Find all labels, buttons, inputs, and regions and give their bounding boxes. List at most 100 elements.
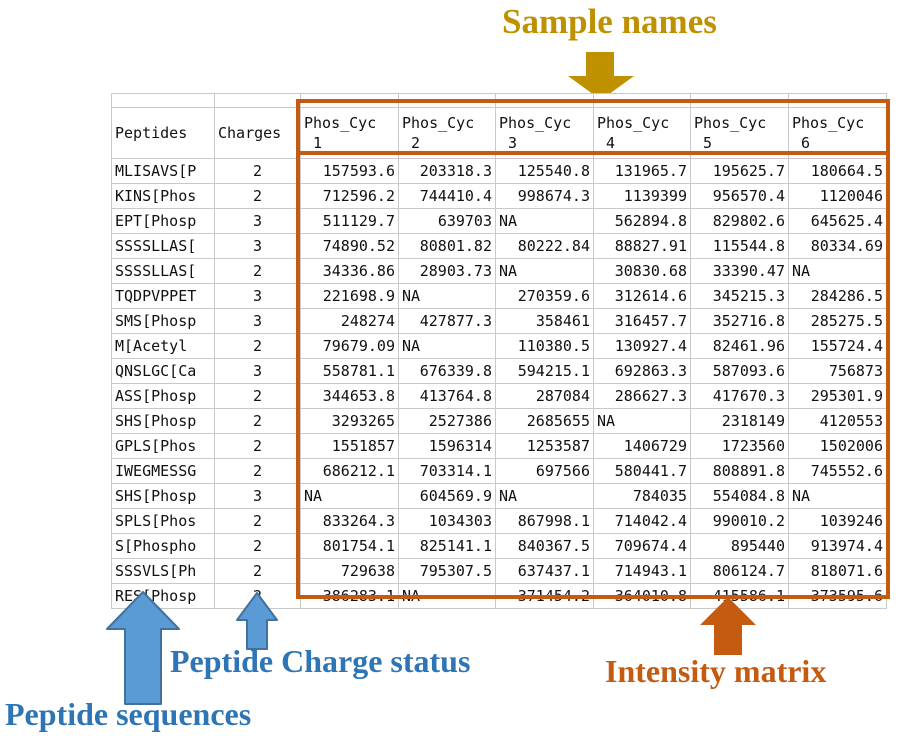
peptide-cell[interactable]: GPLS[Phos [111, 433, 215, 459]
intensity-cell[interactable]: 580441.7 [593, 458, 691, 484]
intensity-cell[interactable]: 2527386 [398, 408, 496, 434]
intensity-cell[interactable]: 1253587 [495, 433, 594, 459]
intensity-cell[interactable]: NA [398, 583, 496, 609]
intensity-cell[interactable]: 806124.7 [690, 558, 789, 584]
intensity-cell[interactable]: 990010.2 [690, 508, 789, 534]
intensity-cell[interactable]: 3293265 [300, 408, 399, 434]
charge-cell[interactable]: 3 [214, 208, 301, 234]
intensity-cell[interactable]: 795307.5 [398, 558, 496, 584]
intensity-cell[interactable]: 2318149 [690, 408, 789, 434]
intensity-cell[interactable]: 373595.6 [788, 583, 887, 609]
intensity-cell[interactable]: 840367.5 [495, 533, 594, 559]
peptide-cell[interactable]: M[Acetyl [111, 333, 215, 359]
intensity-cell[interactable]: 155724.4 [788, 333, 887, 359]
intensity-cell[interactable]: 358461 [495, 308, 594, 334]
intensity-cell[interactable]: 79679.09 [300, 333, 399, 359]
intensity-cell[interactable]: 221698.9 [300, 283, 399, 309]
peptide-cell[interactable]: ASS[Phosp [111, 383, 215, 409]
charge-cell[interactable]: 3 [214, 483, 301, 509]
intensity-cell[interactable]: 1502006 [788, 433, 887, 459]
intensity-cell[interactable]: 867998.1 [495, 508, 594, 534]
intensity-cell[interactable]: 312614.6 [593, 283, 691, 309]
intensity-cell[interactable]: 745552.6 [788, 458, 887, 484]
intensity-cell[interactable]: 829802.6 [690, 208, 789, 234]
intensity-cell[interactable]: 28903.73 [398, 258, 496, 284]
intensity-cell[interactable]: 756873 [788, 358, 887, 384]
charge-cell[interactable]: 2 [214, 433, 301, 459]
intensity-cell[interactable]: 30830.68 [593, 258, 691, 284]
intensity-cell[interactable]: 712596.2 [300, 183, 399, 209]
intensity-cell[interactable]: NA [495, 258, 594, 284]
intensity-cell[interactable]: 157593.6 [300, 158, 399, 184]
intensity-cell[interactable]: 801754.1 [300, 533, 399, 559]
sample-header-cell[interactable]: Phos_Cyc_6 [788, 107, 887, 159]
intensity-cell[interactable]: NA [398, 283, 496, 309]
intensity-cell[interactable]: NA [398, 333, 496, 359]
peptide-cell[interactable]: SPLS[Phos [111, 508, 215, 534]
peptide-cell[interactable]: EPT[Phosp [111, 208, 215, 234]
intensity-cell[interactable]: 287084 [495, 383, 594, 409]
intensity-cell[interactable]: 1551857 [300, 433, 399, 459]
intensity-cell[interactable]: 587093.6 [690, 358, 789, 384]
peptide-cell[interactable]: SSSSLLAS[ [111, 258, 215, 284]
intensity-cell[interactable]: 125540.8 [495, 158, 594, 184]
intensity-cell[interactable]: 130927.4 [593, 333, 691, 359]
charge-cell[interactable]: 3 [214, 308, 301, 334]
intensity-cell[interactable]: 344653.8 [300, 383, 399, 409]
intensity-cell[interactable]: 604569.9 [398, 483, 496, 509]
sample-header-cell[interactable]: Phos_Cyc_5 [690, 107, 789, 159]
intensity-cell[interactable]: 956570.4 [690, 183, 789, 209]
intensity-cell[interactable]: 80801.82 [398, 233, 496, 259]
intensity-cell[interactable]: 714943.1 [593, 558, 691, 584]
intensity-cell[interactable]: 80334.69 [788, 233, 887, 259]
sample-header-cell[interactable]: Phos_Cyc_2 [398, 107, 496, 159]
intensity-cell[interactable]: NA [593, 408, 691, 434]
intensity-cell[interactable]: 1039246 [788, 508, 887, 534]
peptide-cell[interactable]: SSSSLLAS[ [111, 233, 215, 259]
charge-cell[interactable]: 3 [214, 358, 301, 384]
intensity-cell[interactable]: 115544.8 [690, 233, 789, 259]
intensity-cell[interactable]: 285275.5 [788, 308, 887, 334]
intensity-cell[interactable]: 345215.3 [690, 283, 789, 309]
intensity-cell[interactable]: 352716.8 [690, 308, 789, 334]
intensity-cell[interactable]: 833264.3 [300, 508, 399, 534]
intensity-cell[interactable]: 286627.3 [593, 383, 691, 409]
intensity-cell[interactable]: 248274 [300, 308, 399, 334]
intensity-cell[interactable]: 180664.5 [788, 158, 887, 184]
sample-header-cell[interactable]: Phos_Cyc_1 [300, 107, 399, 159]
charge-cell[interactable]: 2 [214, 333, 301, 359]
charge-cell[interactable]: 2 [214, 558, 301, 584]
intensity-cell[interactable]: 284286.5 [788, 283, 887, 309]
intensity-cell[interactable]: 427877.3 [398, 308, 496, 334]
intensity-cell[interactable]: 386283.1 [300, 583, 399, 609]
peptide-cell[interactable]: SHS[Phosp [111, 483, 215, 509]
peptides-header-cell[interactable]: Peptides [111, 107, 215, 159]
peptide-cell[interactable]: SMS[Phosp [111, 308, 215, 334]
intensity-cell[interactable]: 417670.3 [690, 383, 789, 409]
intensity-cell[interactable]: 511129.7 [300, 208, 399, 234]
intensity-cell[interactable]: 637437.1 [495, 558, 594, 584]
intensity-cell[interactable]: 4120553 [788, 408, 887, 434]
intensity-cell[interactable]: 729638 [300, 558, 399, 584]
intensity-cell[interactable]: 709674.4 [593, 533, 691, 559]
charge-cell[interactable]: 3 [214, 233, 301, 259]
intensity-cell[interactable]: 554084.8 [690, 483, 789, 509]
intensity-cell[interactable]: 676339.8 [398, 358, 496, 384]
intensity-cell[interactable]: 295301.9 [788, 383, 887, 409]
sample-header-cell[interactable]: Phos_Cyc_4 [593, 107, 691, 159]
peptide-cell[interactable]: MLISAVS[P [111, 158, 215, 184]
charge-cell[interactable]: 2 [214, 533, 301, 559]
intensity-cell[interactable]: 594215.1 [495, 358, 594, 384]
intensity-cell[interactable]: 1034303 [398, 508, 496, 534]
intensity-cell[interactable]: 686212.1 [300, 458, 399, 484]
charge-cell[interactable]: 2 [214, 183, 301, 209]
peptide-cell[interactable]: TQDPVPPET [111, 283, 215, 309]
intensity-cell[interactable]: 825141.1 [398, 533, 496, 559]
peptide-cell[interactable]: SSSVLS[Ph [111, 558, 215, 584]
intensity-cell[interactable]: 895440 [690, 533, 789, 559]
intensity-cell[interactable]: 744410.4 [398, 183, 496, 209]
intensity-cell[interactable]: NA [495, 208, 594, 234]
sample-header-cell[interactable]: Phos_Cyc_3 [495, 107, 594, 159]
intensity-cell[interactable]: NA [788, 483, 887, 509]
intensity-cell[interactable]: 714042.4 [593, 508, 691, 534]
